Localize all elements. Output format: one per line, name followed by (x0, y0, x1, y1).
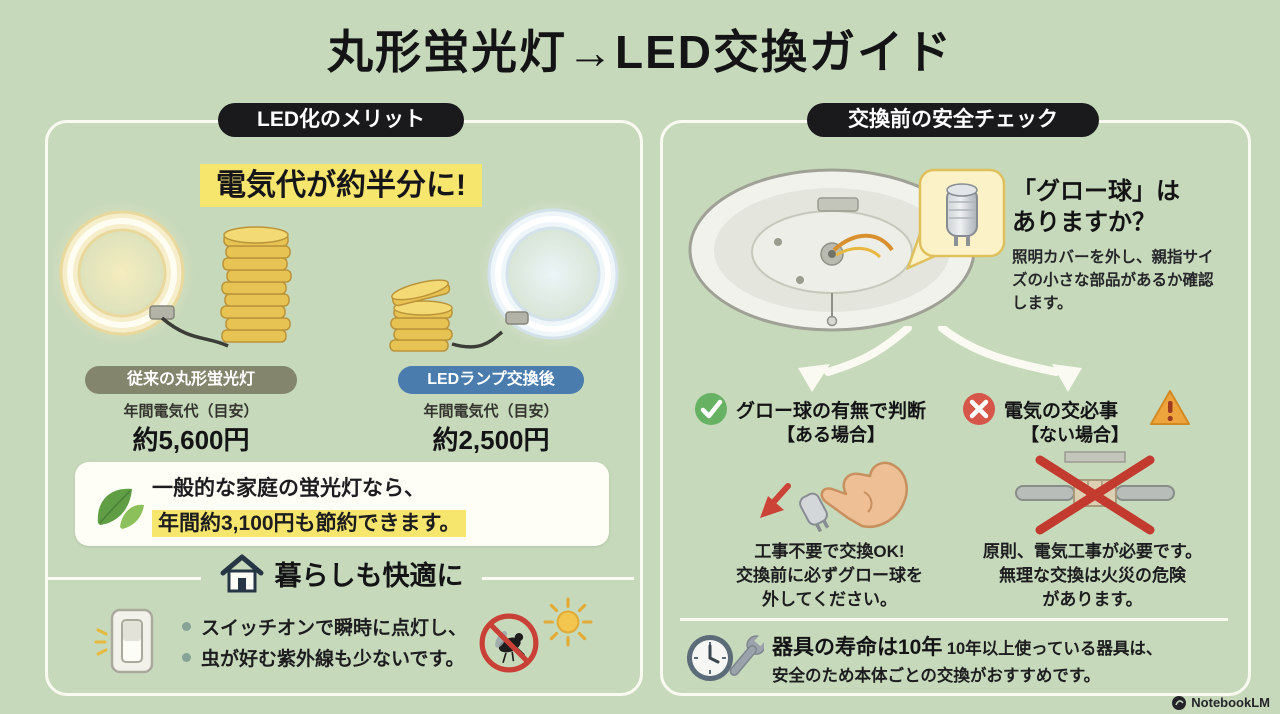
cost-caption-after: 年間電気代（目安） (423, 403, 559, 420)
warning-icon (1150, 390, 1190, 425)
comfort-point-2: 虫が好む紫外線も少ないです。 (182, 644, 465, 671)
comfort-point-1: スイッチオンで瞬時に点灯し、 (182, 613, 467, 640)
crossed-wiring-illustration (1015, 451, 1175, 535)
lifespan-title: 器具の寿命は10年 (772, 636, 943, 659)
watermark: NotebookLM (1172, 695, 1270, 710)
case-absent-detail: 原則、電気工事が必要です。 無理な交換は火災の危険 があります。 (982, 542, 1203, 609)
clock-wrench-icon (687, 633, 764, 681)
ceiling-fixture-illustration (688, 168, 976, 332)
case-present-title: グロー球の有無で判断 (736, 401, 927, 422)
check-icon (695, 393, 727, 425)
case-absent-condition: 【ない場合】 (1021, 425, 1129, 445)
lifespan-detail: 10年以上使っている器具は、 安全のため本体ごとの交換がおすすめです。 (772, 640, 1163, 685)
bullet-dot (182, 622, 191, 631)
case-absent-title: 電気の交必事 (1004, 401, 1119, 422)
cross-icon (963, 393, 995, 425)
hand-removing-starter-illustration (760, 461, 908, 533)
glow-starter-icon (946, 183, 978, 246)
label-after-led: LEDランプ交換後 (398, 366, 584, 394)
coin-stack-tall (220, 226, 292, 343)
fluorescent-lamp-coins-illustration (50, 201, 292, 348)
lifespan-note: 器具の寿命は10年 10年以上使っている器具は、 安全のため本体ごとの交換がおす… (772, 634, 1238, 690)
watermark-text: NotebookLM (1191, 695, 1270, 710)
bullet-dot (182, 653, 191, 662)
merits-header-pill: LED化のメリット (218, 103, 464, 137)
label-conventional-fluorescent: 従来の丸形蛍光灯 (85, 366, 297, 394)
savings-line1: 一般的な家庭の蛍光灯なら、 (152, 477, 425, 500)
case-present-detail: 工事不要で交換OK! 交換前に必ずグロー球を 外してください。 (736, 542, 923, 609)
led-lamp-coins-illustration (389, 200, 627, 352)
comfort-section-header: 暮らしも快適に (45, 550, 637, 599)
safety-header-pill: 交換前の安全チェック (807, 103, 1099, 137)
headline-half-cost: 電気代が約半分に! (45, 160, 637, 207)
sun-icon (543, 597, 593, 647)
house-icon (220, 554, 263, 593)
coin-stack-small (389, 279, 453, 352)
notebooklm-logo-icon (1172, 695, 1187, 710)
cost-caption-before: 年間電気代（目安） (123, 403, 259, 420)
page-title: 丸形蛍光灯→LED交換ガイド (327, 26, 953, 78)
savings-text: 一般的な家庭の蛍光灯なら、 年間約3,100円も節約できます。 (152, 472, 596, 537)
branch-arrows (798, 326, 1082, 392)
savings-line2: 年間約3,100円も節約できます。 (152, 507, 596, 537)
comfort-title: 暮らしも快適に (274, 560, 464, 591)
cost-value-before: 約5,600円 (132, 425, 250, 455)
safety-divider (680, 618, 1228, 621)
cost-value-after: 約2,500円 (432, 425, 550, 455)
no-insects-icon (479, 613, 539, 673)
leaf-icon (97, 488, 144, 529)
glow-instruction: 照明カバーを外し、親指サイズの小さな部品があるか確認します。 (1012, 249, 1214, 312)
glow-question: 「グロー球」は ありますか？ (1012, 178, 1180, 236)
glow-starter-callout (906, 168, 1006, 271)
switch-icon (94, 608, 154, 674)
case-present-condition: 【ある場合】 (777, 425, 885, 445)
